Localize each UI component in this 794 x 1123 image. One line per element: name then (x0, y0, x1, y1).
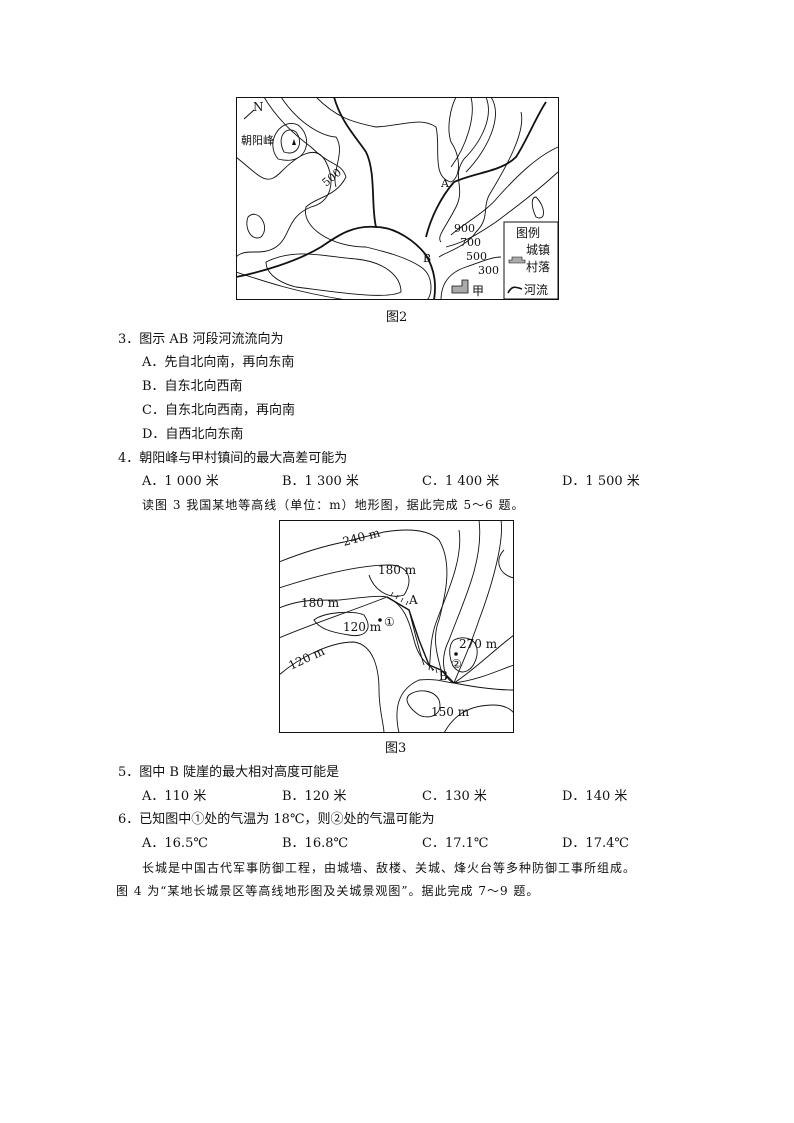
figure-3-intro: 读图 3 我国某地等高线（单位：m）地形图，据此完成 5～6 题。 (142, 498, 525, 512)
svg-text:图例: 图例 (516, 226, 540, 240)
question-3-option-b[interactable]: B．自东北向西南 (142, 379, 243, 394)
svg-text:河流: 河流 (524, 283, 548, 297)
svg-text:村落: 村落 (526, 260, 550, 274)
question-5-stem: 5．图中 B 陡崖的最大相对高度可能是 (118, 765, 340, 780)
map2-contour-label: 500 (466, 250, 487, 263)
map3-label: 120 m (343, 620, 382, 634)
question-4-option-b[interactable]: B．1 300 米 (282, 474, 359, 489)
map2-village-label: 甲 (472, 284, 484, 298)
question-4-option-a[interactable]: A．1 000 米 (142, 474, 219, 489)
map2-contour-label: 300 (478, 264, 499, 277)
map2-legend: 图例 城镇 村落 河流 (503, 221, 559, 300)
question-4-stem: 4．朝阳峰与甲村镇间的最大高差可能为 (118, 451, 348, 466)
figure-3-contour-map: 240 m 180 m 180 m 120 m 120 m 270 m 150 … (279, 520, 514, 733)
map3-label: 180 m (378, 563, 417, 577)
map2-peak-label: 朝阳峰 (241, 134, 274, 147)
map3-mark-1: ① (384, 615, 395, 629)
map2-point-b: B (423, 252, 431, 265)
great-wall-paragraph-line-2: 图 4 为“某地长城景区等高线地形图及关城景观图”。据此完成 7～9 题。 (116, 884, 540, 898)
map2-north-label: N (253, 100, 264, 114)
question-6-stem: 6．已知图中①处的气温为 18℃，则②处的气温可能为 (118, 812, 435, 827)
map2-point-a: A (440, 177, 450, 190)
figure-2-caption: 图2 (386, 310, 408, 325)
question-3-option-d[interactable]: D．自西北向东南 (142, 427, 244, 442)
map3-label: 150 m (431, 705, 470, 719)
map2-contour-label: 700 (460, 236, 481, 249)
map3-point-b: B (439, 669, 448, 683)
question-6-option-b[interactable]: B．16.8℃ (282, 836, 349, 851)
question-4-option-d[interactable]: D．1 500 米 (562, 474, 640, 489)
question-6-option-a[interactable]: A．16.5℃ (142, 836, 208, 851)
question-6-option-c[interactable]: C．17.1℃ (422, 836, 489, 851)
svg-text:城镇: 城镇 (526, 243, 550, 257)
question-4-option-c[interactable]: C．1 400 米 (422, 474, 500, 489)
question-3-option-a[interactable]: A．先自北向南，再向东南 (142, 355, 295, 370)
map3-label: 270 m (459, 637, 498, 651)
question-5-option-a[interactable]: A．110 米 (142, 789, 207, 804)
map3-label: 180 m (301, 596, 340, 610)
figure-3-caption: 图3 (385, 741, 407, 756)
question-6-option-d[interactable]: D．17.4℃ (562, 836, 629, 851)
question-5-option-d[interactable]: D．140 米 (562, 789, 628, 804)
river-icon (507, 286, 523, 294)
map3-point-a: A (408, 593, 418, 607)
question-5-option-c[interactable]: C．130 米 (422, 789, 487, 804)
town-icon (508, 256, 526, 264)
question-3-option-c[interactable]: C．自东北向西南，再向南 (142, 403, 295, 418)
figure-2-contour-map: N 朝阳峰 500 900 700 500 300 A B 甲 图例 城镇 村落… (236, 97, 559, 300)
question-5-option-b[interactable]: B．120 米 (282, 789, 347, 804)
great-wall-paragraph-line-1: 长城是中国古代军事防御工程，由城墙、敌楼、关城、烽火台等多种防御工事所组成。 (142, 861, 637, 875)
village-icon (451, 279, 469, 294)
question-3-stem: 3．图示 AB 河段河流流向为 (118, 332, 284, 347)
map3-mark-2: ② (451, 657, 462, 671)
map2-contour-label: 900 (454, 222, 475, 235)
